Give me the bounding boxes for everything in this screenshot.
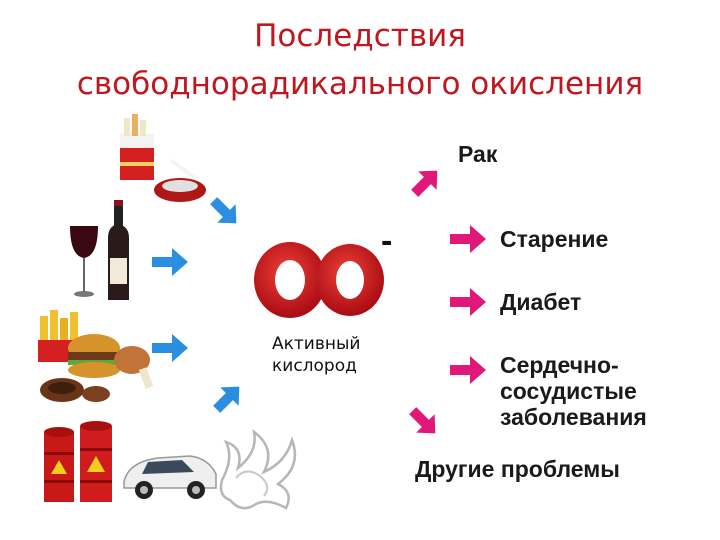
arrow-other-icon bbox=[409, 407, 436, 434]
active-oxygen-icon bbox=[254, 242, 384, 318]
wine-bottle-glass-icon bbox=[70, 200, 129, 300]
arrow-alcohol-icon bbox=[152, 248, 188, 276]
cigarettes-ashtray-icon bbox=[120, 114, 206, 202]
arrow-diabetes-icon bbox=[450, 288, 486, 316]
active-oxygen-label: Активный кислород bbox=[272, 333, 360, 377]
result-cardiovascular: Сердечно- сосудистые заболевания bbox=[500, 352, 647, 430]
result-cardio-line-1: Сердечно- bbox=[500, 352, 619, 378]
result-cancer: Рак bbox=[458, 141, 498, 167]
oil-barrels-car-exhaust-icon bbox=[44, 421, 297, 510]
result-aging: Старение bbox=[500, 226, 609, 252]
oxygen-label-line-1: Активный bbox=[272, 334, 361, 354]
arrow-smoking-icon bbox=[210, 197, 237, 224]
page-title: Последствия свободнорадикального окислен… bbox=[0, 12, 720, 108]
title-line-2: свободнорадикального окисления bbox=[76, 66, 644, 102]
fast-food-icon bbox=[38, 310, 154, 402]
oxygen-label-line-2: кислород bbox=[272, 356, 357, 376]
result-cardio-line-3: заболевания bbox=[500, 404, 647, 430]
arrow-cancer-icon bbox=[411, 170, 438, 197]
arrow-cardio-icon bbox=[450, 356, 486, 384]
arrow-food-icon bbox=[152, 334, 188, 362]
arrow-aging-icon bbox=[450, 225, 486, 253]
result-other-problems: Другие проблемы bbox=[415, 456, 620, 482]
result-cardio-line-2: сосудистые bbox=[500, 378, 637, 404]
title-line-1: Последствия bbox=[254, 18, 466, 54]
arrow-pollution-icon bbox=[213, 386, 240, 413]
result-diabetes: Диабет bbox=[500, 289, 582, 315]
negative-charge: - bbox=[381, 222, 393, 260]
